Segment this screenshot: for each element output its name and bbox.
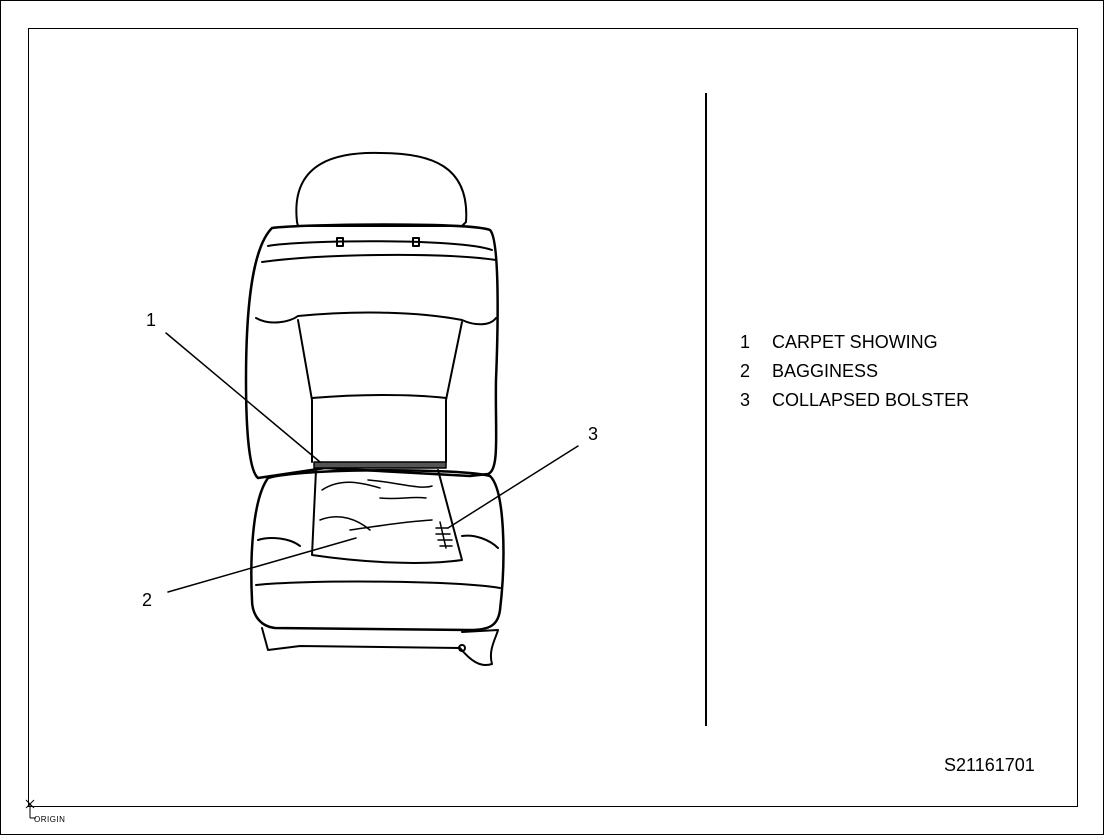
base-bolt <box>458 644 466 652</box>
origin-label: ORIGIN <box>34 815 66 824</box>
origin-marker-icon <box>25 799 36 819</box>
legend-label: CARPET SHOWING <box>772 332 938 352</box>
seat-cushion-center <box>311 469 463 564</box>
leader-line-2 <box>167 537 357 593</box>
legend-number: 2 <box>740 361 751 381</box>
bagginess-wrinkles <box>319 479 433 531</box>
headrest <box>295 151 468 227</box>
legend-item: 1 CARPET SHOWING <box>740 330 969 359</box>
seat-cushion-outline <box>250 468 505 632</box>
figure-frame <box>28 28 1078 807</box>
seatback-lumbar-seam <box>311 394 447 399</box>
carpet-gap <box>313 461 447 469</box>
callout-2: 2 <box>142 590 153 610</box>
legend: 1 CARPET SHOWING 2 BAGGINESS 3 COLLAPSED BO… <box>740 330 969 417</box>
legend-label: COLLAPSED BOLSTER <box>772 390 970 410</box>
figure-id: S21161701 <box>944 755 1035 775</box>
callout-3: 3 <box>588 424 599 444</box>
seatback-top-seam <box>261 253 497 263</box>
seatback-outline <box>244 223 499 480</box>
callout-1: 1 <box>146 310 157 330</box>
seatback-top-roll <box>267 240 493 251</box>
leader-line-1 <box>165 332 321 463</box>
seat-side-bolster <box>257 534 499 549</box>
seat-base <box>261 627 499 666</box>
legend-label: BAGGINESS <box>772 361 879 381</box>
divider-line <box>705 93 707 726</box>
seatback-upper-pad <box>255 311 497 326</box>
seatback-center-panel <box>297 319 463 463</box>
leader-line-3 <box>447 445 579 529</box>
legend-number: 3 <box>740 390 751 410</box>
legend-number: 1 <box>740 332 751 352</box>
bolster-stitch <box>435 521 453 549</box>
seat-cushion-front <box>255 580 501 589</box>
legend-item: 2 BAGGINESS <box>740 359 969 388</box>
legend-item: 3 COLLAPSED BOLSTER <box>740 388 969 417</box>
